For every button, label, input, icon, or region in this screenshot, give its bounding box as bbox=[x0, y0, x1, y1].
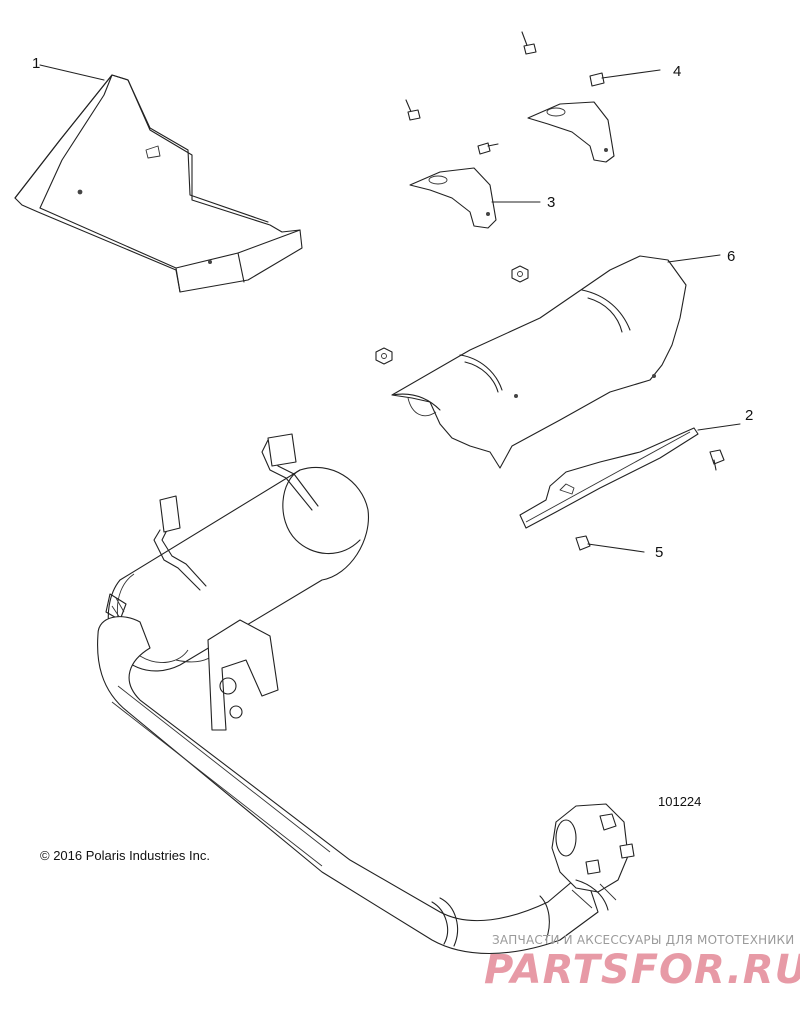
part-3-shield-right bbox=[527, 101, 615, 163]
copyright-notice: © 2016 Polaris Industries Inc. bbox=[40, 848, 210, 863]
callout-1: 1 bbox=[32, 55, 40, 72]
nut-b bbox=[375, 347, 393, 365]
part-4-bolt bbox=[589, 69, 661, 87]
bolt-5-upper bbox=[709, 449, 725, 471]
part-5-bolt bbox=[575, 535, 645, 553]
head-pipe bbox=[97, 616, 599, 955]
bolt-top bbox=[521, 31, 537, 55]
part-3-shield-left bbox=[409, 167, 541, 229]
part-6-large-shield bbox=[391, 254, 721, 469]
part-2-bracket bbox=[519, 423, 741, 529]
watermark-brand: PARTSFOR.RU bbox=[484, 947, 800, 993]
part-1-heat-shield bbox=[14, 64, 303, 293]
callout-4: 4 bbox=[673, 63, 681, 80]
callout-6: 6 bbox=[727, 248, 735, 265]
bolt-mid bbox=[405, 99, 421, 121]
bolt-small bbox=[477, 142, 499, 155]
muffler-assembly bbox=[105, 433, 370, 731]
nut-a bbox=[511, 265, 529, 283]
callout-5: 5 bbox=[655, 544, 663, 561]
callout-2: 2 bbox=[745, 407, 753, 424]
watermark-tagline: ЗАПЧАСТИ И АКСЕССУАРЫ ДЛЯ МОТОТЕХНИКИ bbox=[492, 933, 794, 947]
callout-3: 3 bbox=[547, 194, 555, 211]
figure-number: 101224 bbox=[658, 794, 701, 809]
exhaust-flange bbox=[551, 803, 635, 911]
